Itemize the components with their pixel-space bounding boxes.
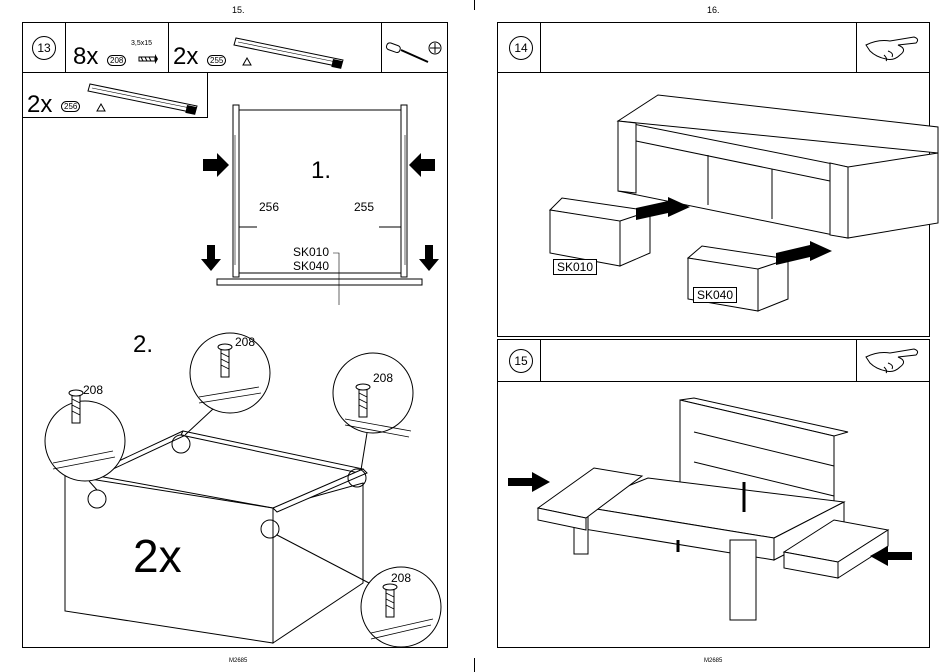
step-14-sk010-label: SK010 [553, 259, 597, 275]
rail-256-label: 256 [259, 200, 279, 214]
part-256-qty: 2x [27, 93, 52, 117]
screw-callout-3-label: 208 [373, 371, 393, 385]
rail-255-icon [233, 35, 348, 75]
page-number-15: 15. [232, 5, 245, 15]
screwdriver-icon [386, 39, 446, 69]
screw-callout-2-label: 208 [235, 335, 255, 349]
step-13-number: 13 [32, 36, 56, 60]
screw-208-icon [135, 52, 159, 66]
part-208-qty: 8x [73, 45, 98, 69]
step-14-number: 14 [509, 36, 533, 60]
footer-code-right: M2685 [704, 658, 722, 664]
step-14-panel: 14 SK010 SK040 [497, 22, 930, 337]
pointing-hand-icon [864, 33, 924, 65]
screw-callout-1-label: 208 [83, 383, 103, 397]
part-208-spec: 3,5x15 [131, 40, 152, 47]
sk010-label: SK010 [293, 245, 329, 259]
step-15-number: 15 [509, 349, 533, 373]
page-number-16: 16. [707, 5, 720, 15]
bed-drawer-insert-diagram [538, 83, 938, 323]
crop-mark-top [474, 0, 475, 10]
step-14-sk040-label: SK040 [693, 287, 737, 303]
step-13-panel: 13 8x 208 3,5x15 2x 255 2x 256 [22, 22, 448, 648]
part-208-code: 208 [107, 55, 126, 66]
rail-256-icon [87, 81, 202, 121]
bed-assembly-diagram [508, 390, 928, 640]
part-255-qty: 2x [173, 45, 198, 69]
part-255-code: 255 [207, 55, 226, 66]
pointing-hand-icon-2 [864, 345, 924, 377]
substep-1-label: 1. [311, 157, 331, 185]
drawer-multiplier-label: 2x [133, 529, 182, 583]
screw-callout-4-label: 208 [391, 571, 411, 585]
rail-255-label: 255 [354, 200, 374, 214]
step-15-panel: 15 [497, 339, 930, 648]
sk040-label: SK040 [293, 259, 329, 273]
crop-mark-bottom [474, 658, 475, 672]
drawer-assembly-diagram [23, 313, 447, 647]
part-256-code: 256 [61, 101, 80, 112]
footer-code-left: M2685 [229, 658, 247, 664]
